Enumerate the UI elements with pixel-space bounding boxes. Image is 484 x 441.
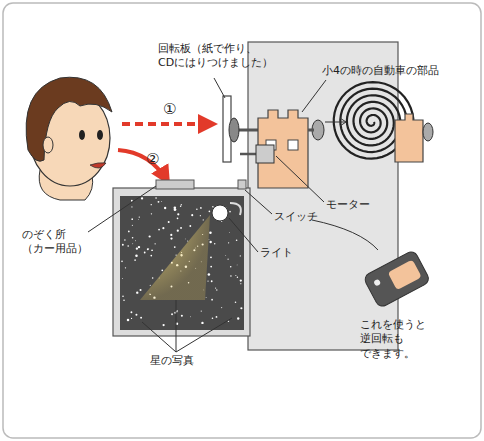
motor	[256, 145, 274, 163]
star-box	[120, 196, 244, 330]
remote-switch	[363, 250, 431, 309]
view-arrow-1	[122, 122, 214, 126]
person	[26, 77, 112, 200]
light-symbol	[212, 203, 241, 221]
leader	[325, 122, 346, 123]
part-label: 星の写真	[150, 354, 194, 368]
switch-part	[238, 180, 246, 189]
view-arrow-2	[118, 150, 168, 182]
part-label: 回転板（紙で作り、 CDにはりつけました）	[158, 42, 273, 71]
star-dots	[121, 197, 242, 326]
part-label: ライト	[260, 246, 293, 260]
light-beam	[140, 215, 210, 300]
frame	[3, 3, 481, 438]
part-label: スイッチ	[274, 210, 318, 224]
part-label: モーター	[326, 198, 370, 212]
note: これを使うと 逆回転も できます。	[360, 318, 426, 361]
callout-number: ②	[146, 150, 159, 170]
part-label: 小4の時の自動車の部品	[322, 64, 439, 78]
disc-hub	[229, 118, 239, 142]
peep-hole	[156, 180, 194, 189]
leader-lines	[88, 78, 378, 352]
callout-number: ①	[163, 100, 176, 120]
detail-gearbox	[395, 114, 423, 162]
star-box-frame	[113, 188, 250, 336]
part-label: のぞく所 （カー用品）	[22, 228, 88, 257]
